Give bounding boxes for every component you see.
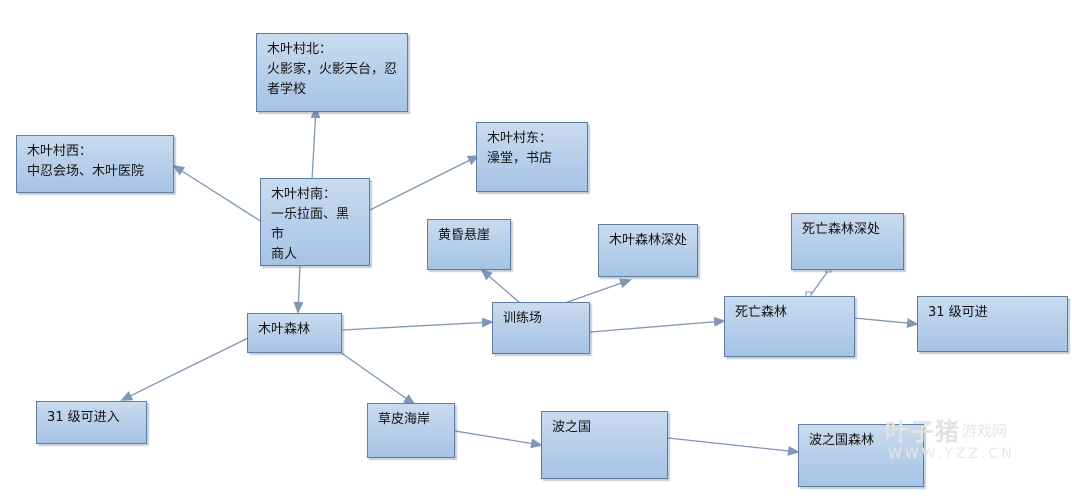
arrow-death-forest-to-level31 — [853, 317, 919, 329]
node-deep-death-forest: 死亡森林深处 — [791, 213, 904, 270]
node-level31-enter-left: 31 级可进入 — [36, 401, 147, 444]
node-konoha-north: 木叶村北： 火影家，火影天台，忍 者学校 — [256, 33, 408, 112]
arrow-south-to-west — [172, 164, 263, 223]
arrow-coast-to-waves — [454, 430, 543, 449]
arrow-forest-to-training — [341, 317, 494, 331]
watermark-url: WWW.YZZ.CN — [888, 446, 1015, 462]
arrow-training-to-deep-forest — [561, 278, 632, 305]
node-training-ground: 训练场 — [492, 302, 590, 354]
watermark-brand: 叶子猪 — [885, 418, 960, 446]
node-land-of-waves: 波之国 — [541, 411, 668, 479]
node-death-forest: 死亡森林 — [724, 296, 855, 357]
arrow-south-to-forest — [293, 264, 304, 314]
node-level31-enter-right: 31 级可进 — [917, 296, 1068, 352]
node-konoha-south: 木叶村南： 一乐拉面、黑市 商人 — [260, 178, 370, 266]
node-deep-konoha-forest: 木叶森林深处 — [598, 224, 698, 277]
arrow-south-to-north — [310, 106, 321, 181]
arrow-death-forest-to-deep — [809, 270, 829, 297]
node-konoha-west: 木叶村西： 中忍会场、木叶医院 — [16, 135, 174, 193]
arrow-training-to-death-forest — [589, 316, 726, 333]
node-dusk-cliff: 黄昏悬崖 — [427, 219, 511, 270]
arrow-forest-to-level31 — [120, 337, 249, 401]
arrow-waves-to-waves-forest — [667, 437, 800, 456]
arrow-south-to-east — [369, 155, 480, 211]
arrow-forest-to-coast — [339, 351, 416, 406]
node-land-of-waves-forest: 波之国森林 — [798, 424, 924, 487]
arrow-training-to-dusk-cliff — [480, 268, 521, 304]
node-grass-coast: 草皮海岸 — [367, 403, 455, 458]
watermark-suffix: 游戏网 — [962, 422, 1008, 440]
node-konoha-east: 木叶村东： 澡堂，书店 — [476, 122, 588, 192]
node-konoha-forest: 木叶森林 — [247, 313, 342, 353]
